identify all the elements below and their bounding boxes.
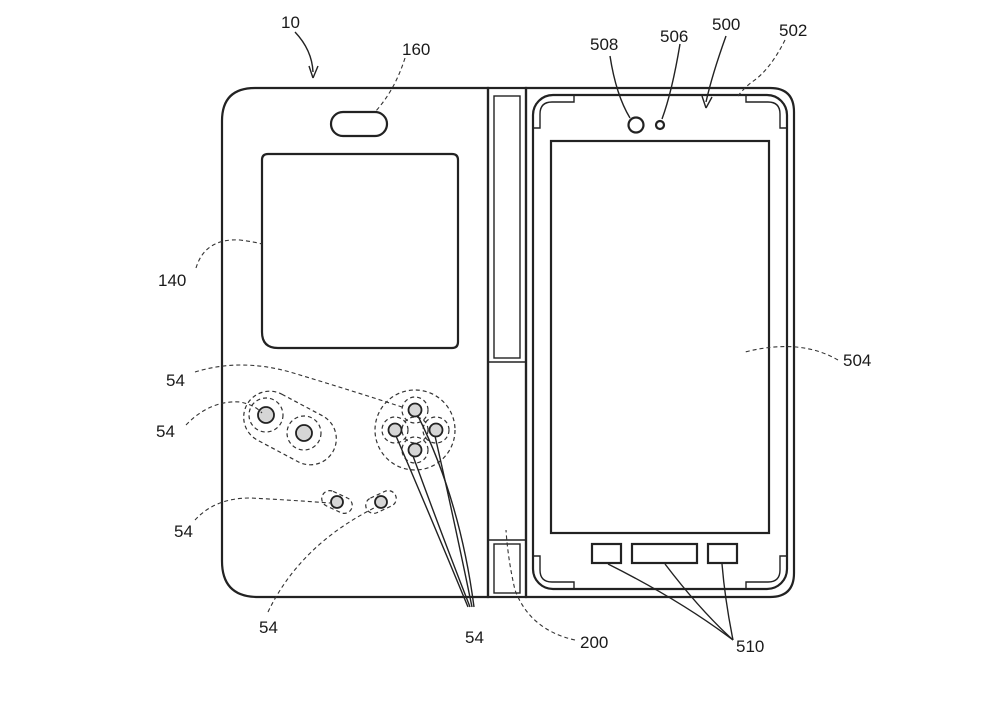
leader-lines [185, 31, 839, 641]
label-button-select: 54 [174, 522, 193, 541]
select-start-group [321, 490, 397, 514]
label-button-start: 54 [259, 618, 278, 637]
label-sensor: 506 [660, 27, 688, 46]
label-phone: 500 [712, 15, 740, 34]
phone-screen [549, 139, 771, 535]
label-phone-corner: 502 [779, 21, 807, 40]
label-nav-keys: 510 [736, 637, 764, 656]
b-button [295, 424, 313, 442]
label-window: 140 [158, 271, 186, 290]
label-hinge: 200 [580, 633, 608, 652]
dpad-up-button [407, 402, 423, 418]
label-buttons-bottom: 54 [465, 628, 484, 647]
start-button [374, 495, 388, 509]
label-buttons-dpad: 54 [166, 371, 185, 390]
case-cover-panel [220, 86, 490, 599]
a-button [257, 406, 275, 424]
nav-key-center [630, 542, 699, 565]
corner-holder-bl [532, 555, 575, 590]
phone-body [531, 93, 789, 591]
corner-holder-tl [532, 94, 575, 129]
nav-key-right [706, 542, 739, 565]
dpad-group [374, 389, 456, 471]
label-buttons-ab: 54 [156, 422, 175, 441]
front-camera [627, 116, 645, 134]
phone-holder-panel [524, 86, 796, 599]
dpad-down-button [407, 442, 423, 458]
label-screen: 504 [843, 351, 871, 370]
ab-button-group [243, 390, 337, 466]
label-speaker-slot: 160 [402, 40, 430, 59]
corner-holder-br [745, 555, 788, 590]
hinge-spine [486, 86, 528, 599]
display-window [260, 152, 460, 350]
label-camera: 508 [590, 35, 618, 54]
speaker-slot [329, 110, 389, 138]
dpad-right-button [428, 422, 444, 438]
nav-key-left [590, 542, 623, 565]
select-button [330, 495, 344, 509]
reference-labels: 10 160 140 54 54 54 54 54 200 508 506 50… [156, 13, 871, 656]
label-device: 10 [281, 13, 300, 32]
corner-holder-tr [745, 94, 788, 129]
dpad-left-button [387, 422, 403, 438]
proximity-sensor [654, 119, 666, 131]
